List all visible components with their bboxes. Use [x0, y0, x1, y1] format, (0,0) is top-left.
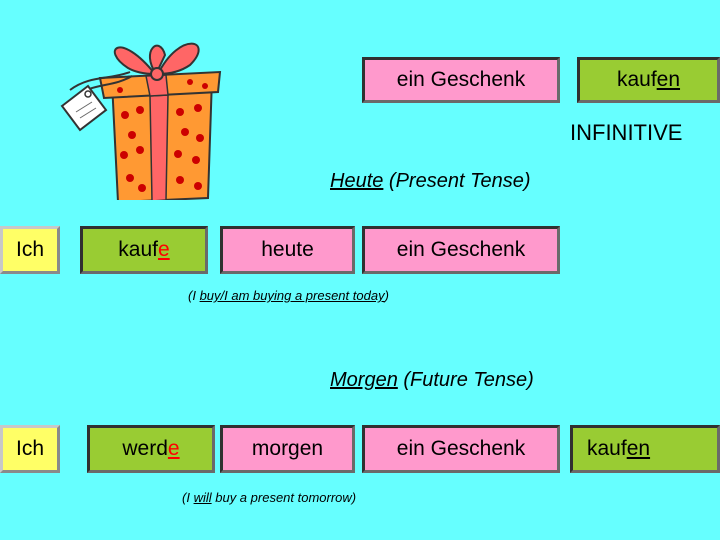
gift-box-icon — [60, 42, 222, 200]
present-object-box: ein Geschenk — [362, 226, 560, 274]
present-heading-rest: (Present Tense) — [383, 170, 531, 192]
future-heading-rest: (Future Tense) — [397, 369, 534, 391]
future-subject: Ich — [15, 437, 44, 460]
future-subject-box: Ich — [0, 425, 60, 473]
present-object: ein Geschenk — [396, 238, 526, 261]
present-translation: (I buy/I am buying a present today) — [188, 288, 389, 303]
future-heading: Morgen (Future Tense) — [330, 369, 534, 392]
future-time: morgen — [251, 437, 324, 460]
present-translation-underlined: buy/I am buying a present today — [199, 288, 385, 303]
present-time-box: heute — [220, 226, 355, 274]
present-subject: Ich — [15, 238, 44, 261]
infinitive-label: INFINITIVE — [570, 120, 683, 145]
future-heading-word: Morgen — [330, 369, 398, 391]
present-verb-stem: kauf — [118, 238, 158, 261]
future-object-box: ein Geschenk — [362, 425, 560, 473]
noun-text: ein Geschenk — [396, 68, 526, 91]
present-subject-box: Ich — [0, 226, 60, 274]
future-aux-stem: werd — [122, 437, 168, 460]
present-time: heute — [261, 238, 314, 261]
future-verb-ending: en — [626, 437, 651, 460]
verb-ending: en — [656, 68, 681, 91]
future-verb-stem: kauf — [587, 437, 627, 460]
future-translation: (I will buy a present tomorrow) — [182, 490, 357, 505]
present-heading: Heute (Present Tense) — [330, 170, 530, 193]
noun-box-top: ein Geschenk — [362, 57, 560, 103]
present-verb-ending: e — [158, 238, 170, 261]
present-heading-word: Heute — [330, 170, 384, 192]
future-aux-ending: e — [167, 437, 180, 460]
future-time-box: morgen — [220, 425, 355, 473]
future-translation-underlined: will — [193, 490, 212, 505]
verb-stem: kauf — [616, 68, 657, 91]
future-object: ein Geschenk — [396, 437, 526, 460]
